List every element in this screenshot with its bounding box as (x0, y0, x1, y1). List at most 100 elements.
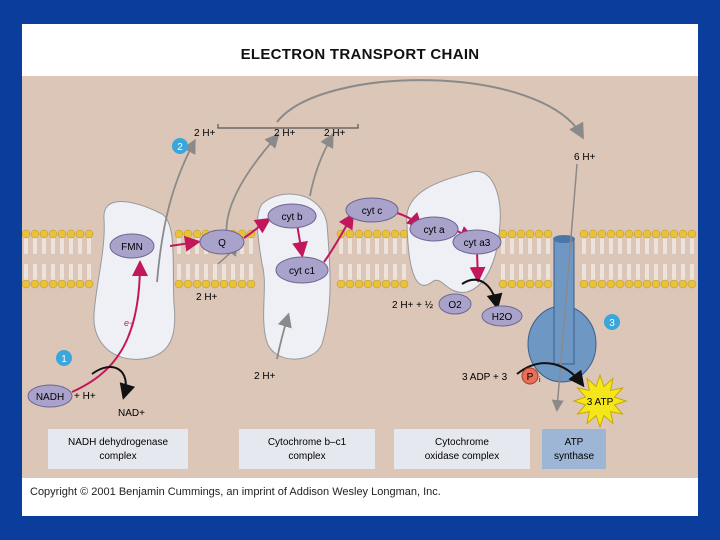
lipid-head (588, 229, 598, 239)
lipid-tail (60, 238, 64, 254)
proton-uptake-arrow (276, 312, 292, 360)
lipid-head (399, 279, 409, 289)
lipid-head (192, 229, 202, 239)
lipid-tail (60, 264, 64, 280)
lipid-tail (33, 264, 37, 280)
lipid-tail (681, 264, 685, 280)
lipid-tail (591, 264, 595, 280)
lipid-tail (339, 264, 343, 280)
lipid-tail (654, 238, 658, 254)
lipid-head (597, 229, 607, 239)
lipid-head (525, 229, 535, 239)
lipid-head (48, 279, 58, 289)
lipid-head (246, 279, 256, 289)
lipid-tail (582, 264, 586, 280)
cyt-a3-carrier (452, 229, 502, 255)
atp-formation-arrow (516, 362, 585, 388)
cyt-a3-label: cyt a3 (464, 238, 491, 249)
lipid-tail (681, 238, 685, 254)
lipid-head (507, 279, 517, 289)
lipid-tail (636, 264, 640, 280)
lipid-tail (672, 238, 676, 254)
lipid-head (669, 229, 679, 239)
cyt-a-carrier (409, 216, 459, 242)
complex-3-line2: oxidase complex (425, 451, 499, 462)
lipid-tail (222, 264, 226, 280)
lipid-tail (69, 264, 73, 280)
lipid-head (597, 279, 607, 289)
lipid-tail (690, 264, 694, 280)
electron-label: e− (124, 318, 134, 328)
electron-path-cyta3-o2 (469, 251, 486, 283)
phosphate-label: P (527, 372, 534, 383)
lipid-head (66, 279, 76, 289)
proton-pump-arrow-3 (309, 132, 334, 197)
lipid-tail (618, 264, 622, 280)
lipid-tail (24, 264, 28, 280)
fmn-carrier (109, 233, 155, 259)
complex-3-line1: Cytochrome (435, 437, 489, 448)
lipid-head (588, 279, 598, 289)
step-2-label: 2 (177, 142, 183, 153)
lipid-tail (87, 238, 91, 254)
lipid-head (372, 229, 382, 239)
fmn-label: FMN (121, 242, 143, 253)
lipid-head (381, 279, 391, 289)
lipid-tail (366, 238, 370, 254)
proton-label-bottom: 2 H+ (254, 371, 276, 382)
lipid-head (75, 279, 85, 289)
step-1-label: 1 (61, 354, 67, 365)
lipid-tail (519, 238, 523, 254)
proton-label-mid: 2 H+ (196, 292, 218, 303)
h2o-carrier (481, 305, 523, 327)
lipid-tail (231, 264, 235, 280)
lipid-head (615, 279, 625, 289)
cyt-b-carrier (267, 203, 317, 229)
lipid-head (633, 229, 643, 239)
lipid-head (687, 279, 697, 289)
water-formation-arrow (461, 278, 503, 310)
proton-label-top-3: 2 H+ (324, 128, 346, 139)
proton-gradient-arrow (276, 79, 584, 140)
lipid-tail (528, 264, 532, 280)
step-1-badge (56, 350, 72, 366)
lipid-tail (348, 238, 352, 254)
lipid-head (174, 229, 184, 239)
lipid-tail (177, 238, 181, 254)
lipid-tail (591, 238, 595, 254)
lipid-head (192, 279, 202, 289)
lipid-tail (204, 264, 208, 280)
lipid-head (174, 279, 184, 289)
lipid-tail (645, 238, 649, 254)
proton-label-top-2: 2 H+ (274, 128, 296, 139)
lipid-head (345, 229, 355, 239)
step-2-badge (172, 138, 188, 154)
h2o-label: H2O (492, 312, 513, 323)
lipid-tail (609, 264, 613, 280)
lipid-head (642, 229, 652, 239)
cyt-c-label: cyt c (362, 206, 383, 217)
lipid-head (228, 279, 238, 289)
lipid-head (534, 229, 544, 239)
slide-frame: FMN Q cyt b cyt c1 cyt c cyt a cyt a3 O2… (22, 24, 698, 516)
lipid-head (363, 279, 373, 289)
lipid-head (48, 229, 58, 239)
complex-box-4 (542, 429, 606, 469)
lipid-tail (636, 238, 640, 254)
lipid-head (66, 229, 76, 239)
atp-synthase-channel (553, 237, 575, 365)
lipid-tail (42, 238, 46, 254)
lipid-head (579, 279, 589, 289)
lipid-head (516, 229, 526, 239)
electron-path-cytb-cytc1 (292, 223, 308, 258)
lipid-tail (186, 264, 190, 280)
lipid-head (75, 229, 85, 239)
lipid-tail (375, 238, 379, 254)
lipid-head (210, 279, 220, 289)
lipid-tail (528, 238, 532, 254)
lipid-tail (510, 264, 514, 280)
lipid-head (84, 229, 94, 239)
lipid-tail (537, 238, 541, 254)
nadh-label: NADH (36, 392, 64, 403)
lipid-head (660, 279, 670, 289)
